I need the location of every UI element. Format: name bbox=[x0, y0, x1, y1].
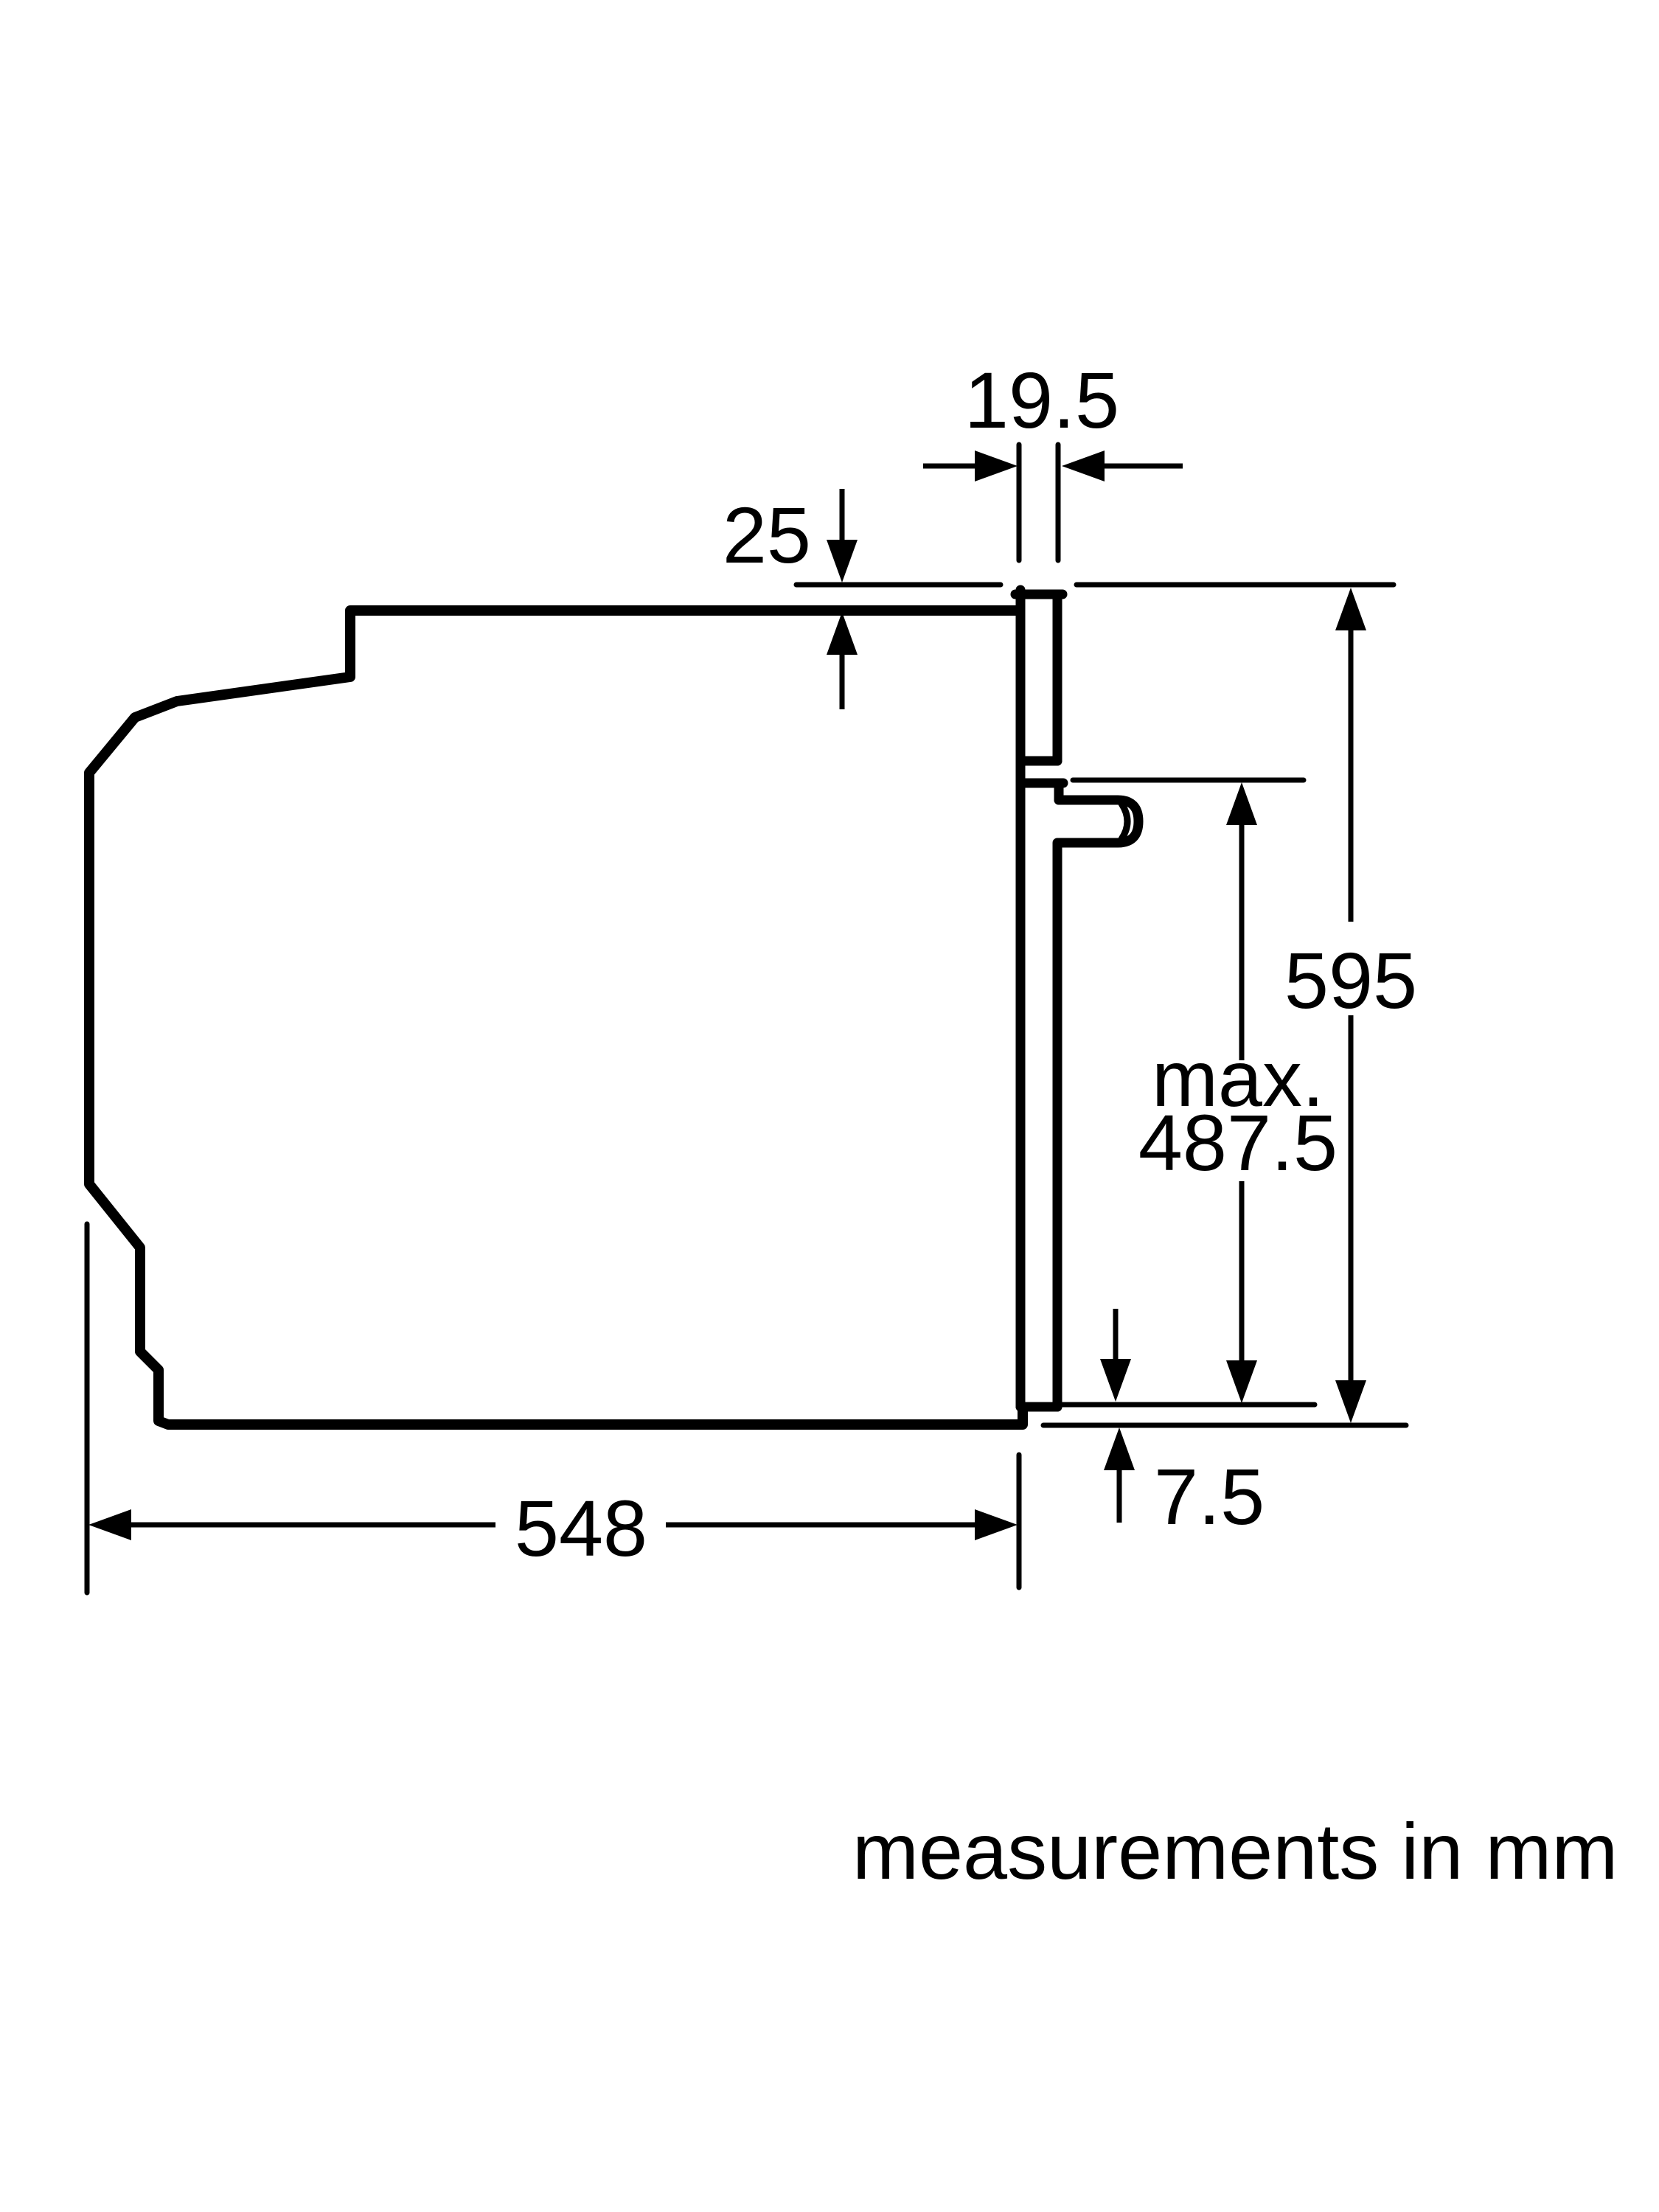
arrow-down-icon bbox=[827, 540, 858, 582]
arrow-up-icon bbox=[1104, 1427, 1135, 1470]
dim-body-depth: 548 bbox=[88, 1484, 1018, 1573]
dim-door-thickness: 19.5 bbox=[923, 355, 1183, 481]
dim-bottom-overhang: 7.5 bbox=[1100, 1309, 1265, 1541]
units-note: measurements in mm bbox=[852, 1806, 1618, 1896]
dim-max-niche-height: max. 487.5 bbox=[1138, 782, 1338, 1403]
door-handle-knob bbox=[1054, 795, 1144, 848]
dim-top-clearance: 25 bbox=[723, 489, 858, 709]
dim-label-door-thickness: 19.5 bbox=[964, 355, 1119, 445]
dim-label-top-clearance: 25 bbox=[723, 490, 811, 580]
dim-label-max-niche: 487.5 bbox=[1138, 1098, 1338, 1187]
dim-label-door-height: 595 bbox=[1284, 936, 1417, 1025]
knob-outline bbox=[1054, 795, 1144, 848]
oven-body-path bbox=[84, 605, 1028, 1430]
arrow-down-icon bbox=[1100, 1359, 1131, 1402]
dim-door-height: 595 bbox=[1284, 588, 1417, 1423]
extension-lines bbox=[84, 442, 1409, 1596]
knob-inner-arc bbox=[1118, 800, 1131, 843]
oven-door-panel bbox=[1010, 585, 1068, 1412]
arrow-up-icon bbox=[1226, 782, 1257, 825]
dim-label-max-prefix: max. bbox=[1152, 1034, 1324, 1123]
arrow-left-icon bbox=[88, 1509, 131, 1540]
arrow-right-icon bbox=[975, 1509, 1018, 1540]
dim-label-bottom-overhang: 7.5 bbox=[1154, 1452, 1265, 1541]
arrow-right-icon bbox=[975, 451, 1018, 481]
dim-label-body-depth: 548 bbox=[515, 1484, 647, 1573]
arrow-left-icon bbox=[1062, 451, 1105, 481]
oven-body-outline bbox=[84, 605, 1028, 1430]
arrow-up-icon bbox=[827, 612, 858, 655]
arrow-up-icon bbox=[1335, 588, 1366, 630]
arrow-down-icon bbox=[1226, 1360, 1257, 1403]
arrow-down-icon bbox=[1335, 1380, 1366, 1423]
